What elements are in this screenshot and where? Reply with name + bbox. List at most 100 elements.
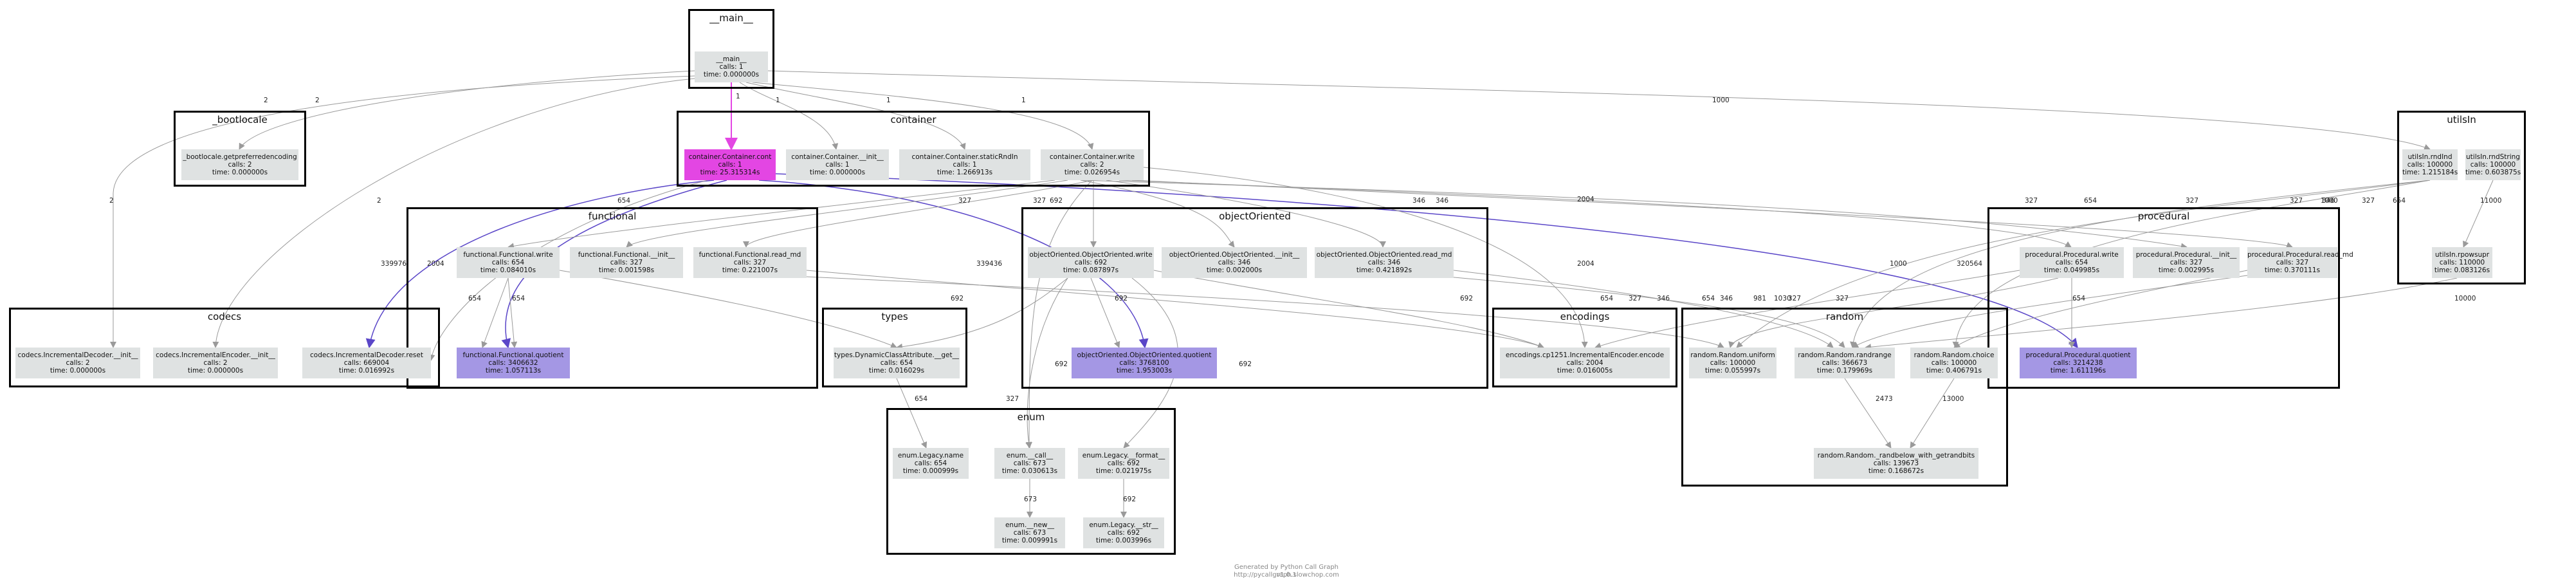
node-time: time: 0.000000s (809, 169, 866, 176)
node-random-randbelow[interactable]: random.Random._randbelow_with_getrandbit… (1814, 448, 1978, 479)
edge-label: 2 (377, 197, 381, 205)
node-name: random.Random.choice (1914, 351, 1995, 359)
cluster-title: types (881, 311, 908, 322)
node-time: time: 0.603875s (2465, 169, 2521, 176)
node-name: functional.Functional.quotient (462, 351, 564, 359)
node-calls: calls: 2 (203, 359, 228, 367)
node-functional-init[interactable]: functional.Functional.__init__calls: 327… (570, 247, 683, 278)
node-calls: calls: 692 (1074, 259, 1108, 266)
node-name: objectOriented.ObjectOriented.__init__ (1169, 251, 1300, 259)
node-calls: calls: 327 (610, 259, 643, 266)
node-time: time: 0.000999s (902, 467, 959, 475)
node-name: objectOriented.ObjectOriented.write (1029, 251, 1153, 259)
call-edge (1153, 270, 1544, 349)
node-time: time: 0.000000s (703, 71, 760, 79)
call-edge (1080, 180, 2188, 250)
node-name: random.Random.uniform (1690, 351, 1775, 359)
node-time: time: 1.266913s (936, 169, 993, 176)
node-codecs-encoder-init[interactable]: codecs.IncrementalEncoder.__init__calls:… (153, 348, 278, 378)
node-name: functional.Functional.__init__ (578, 251, 675, 259)
edge-label: 320564 (1957, 260, 1983, 268)
node-name: enum.Legacy.__str__ (1089, 521, 1158, 529)
call-edge (110, 75, 695, 348)
node-name: procedural.Procedural.read_md (2247, 251, 2353, 259)
node-calls: calls: 139673 (1873, 460, 1919, 467)
node-time: time: 0.003996s (1095, 537, 1152, 544)
edge-label: 1 (1021, 97, 1026, 104)
node-name: objectOriented.ObjectOriented.read_md (1316, 251, 1452, 259)
footer-url: http://pycallgraph.slowchop.com (1234, 571, 1339, 579)
node-calls: calls: 654 (880, 359, 913, 367)
node-codecs-decoder-init[interactable]: codecs.IncrementalDecoder.__init__calls:… (15, 348, 140, 378)
node-time: time: 1.057113s (485, 367, 542, 375)
node-calls: calls: 100000 (1931, 359, 1977, 367)
edge-label: 654 (2084, 197, 2097, 205)
edge-label: 692 (1239, 360, 1252, 368)
node-objectoriented-init[interactable]: objectOriented.ObjectOriented.__init__ca… (1162, 247, 1307, 278)
node-name: types.DynamicClassAttribute.__get__ (834, 351, 960, 359)
node-calls: calls: 669004 (343, 359, 390, 367)
cluster-title: _bootlocale (212, 114, 268, 125)
call-edge (1143, 167, 1588, 348)
node-types-get[interactable]: types.DynamicClassAttribute.__get__calls… (834, 348, 960, 378)
node-time: time: 0.016005s (1557, 367, 1613, 375)
node-encodings-encode[interactable]: encodings.cp1251.IncrementalEncoder.enco… (1500, 348, 1670, 378)
node-time: time: 1.611196s (2050, 367, 2106, 375)
node-time: time: 0.026954s (1064, 169, 1120, 176)
edge-label: 327 (2362, 197, 2375, 205)
call-edge (1952, 180, 2431, 348)
node-name: random.Random._randbelow_with_getrandbit… (1817, 452, 1975, 460)
node-time: time: 1.953003s (1116, 367, 1173, 375)
node-time: time: 0.000000s (50, 367, 106, 375)
edge-label: 654 (2393, 197, 2406, 205)
call-edge (1447, 276, 1845, 348)
node-name: utilsIn.rpowsupr (2434, 251, 2490, 259)
edge-label: 692 (1050, 197, 1063, 205)
node-calls: calls: 673 (1013, 529, 1046, 537)
edge-label: 1000 (2321, 197, 2338, 205)
call-edge (1910, 378, 1955, 449)
edge-label: 654 (468, 295, 482, 302)
edge-label: 692 (1460, 295, 1474, 302)
edge-label: 1000 (1890, 260, 1907, 268)
node-calls: calls: 3214238 (2053, 359, 2103, 367)
call-edge (1131, 180, 2293, 248)
node-calls: calls: 100000 (1710, 359, 1756, 367)
call-edge (1090, 277, 1120, 348)
node-calls: calls: 100000 (2407, 161, 2453, 169)
edge-label: 654 (1702, 295, 1715, 302)
call-edge (1025, 277, 1068, 449)
node-name: functional.Functional.write (463, 251, 553, 259)
edge-label: 327 (2186, 197, 2199, 205)
node-procedural-init[interactable]: procedural.Procedural.__init__calls: 327… (2133, 247, 2240, 278)
edge-label: 327 (1836, 295, 1849, 302)
node-calls: calls: 654 (914, 460, 947, 467)
